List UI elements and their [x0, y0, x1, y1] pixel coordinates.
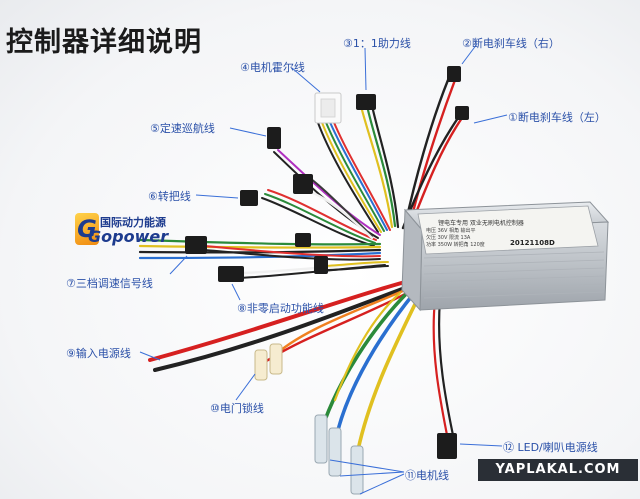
label-input-power-wire: ⑨输入电源线	[66, 347, 131, 360]
site-watermark: YAPLAKAL.COM	[478, 459, 638, 481]
label-cruise-wire: ⑤定速巡航线	[150, 122, 215, 135]
plate-row-1: 电压 36V 相角 输出平	[426, 228, 476, 234]
label-led-horn-wire: ⑫ LED/喇叭电源线	[503, 441, 598, 454]
label-hall-wire: ④电机霍尔线	[240, 61, 305, 74]
plate-serial-number: 20121108D	[510, 239, 555, 247]
label-right-brake-wire: ②断电刹车线（右）	[462, 37, 560, 50]
label-motor-wire: ⑪电机线	[405, 469, 449, 482]
controller-label-plate: 锂电车专用 双业无刷电机控制器 电压 36V 相角 输出平 欠压 30V 限流 …	[420, 218, 570, 252]
plate-row-2: 欠压 30V 限流 13A	[426, 235, 471, 241]
label-speed-signal-wire: ⑦三档调速信号线	[66, 277, 153, 290]
plate-row-3: 功率 350W 转把角 120度	[426, 242, 485, 248]
label-throttle-wire: ⑥转把线	[148, 190, 191, 203]
plate-heading: 锂电车专用 双业无刷电机控制器	[438, 220, 524, 227]
label-nonzero-start-wire: ⑧非零启动功能线	[237, 302, 324, 315]
label-left-brake-wire: ①断电刹车线（左）	[508, 111, 606, 124]
page-title: 控制器详细说明	[6, 27, 202, 58]
label-assist-wire: ③1：1助力线	[343, 37, 411, 50]
brand-name-cn: 国际动力能源	[100, 216, 166, 229]
brand-name-en: Gopower	[88, 227, 169, 246]
label-key-lock-wire: ⑩电门锁线	[210, 402, 264, 415]
gopower-logo-icon: G	[75, 213, 99, 245]
